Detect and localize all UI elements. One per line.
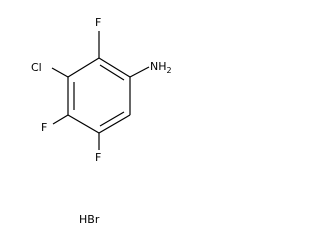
- amine-main-text: NH: [150, 60, 167, 73]
- double-bond-c3-c4: [99, 111, 125, 127]
- bond-c6-c1: [67, 57, 100, 78]
- bond-c6-cl: [51, 67, 69, 78]
- fluorine-left-label: F: [41, 121, 47, 134]
- fluorine-bottom-label: F: [95, 151, 101, 164]
- amine-subscript: 2: [167, 66, 172, 75]
- bond-c4-c5: [67, 114, 100, 134]
- bond-c3-c4: [98, 114, 131, 134]
- salt-label: HBr: [79, 213, 100, 226]
- double-bond-c1-c2: [99, 64, 125, 81]
- bond-c2-n: [129, 66, 150, 78]
- bond-c5-f: [52, 114, 69, 125]
- benzene-ring: [67, 57, 131, 134]
- bond-c1-c2: [98, 57, 131, 78]
- chlorine-label: Cl: [31, 61, 42, 74]
- amine-label: NH2: [150, 60, 172, 75]
- fluorine-top-label: F: [95, 16, 101, 29]
- chemical-structure: F Cl NH2 F F HBr: [31, 16, 172, 226]
- substituent-bonds: [51, 31, 150, 150]
